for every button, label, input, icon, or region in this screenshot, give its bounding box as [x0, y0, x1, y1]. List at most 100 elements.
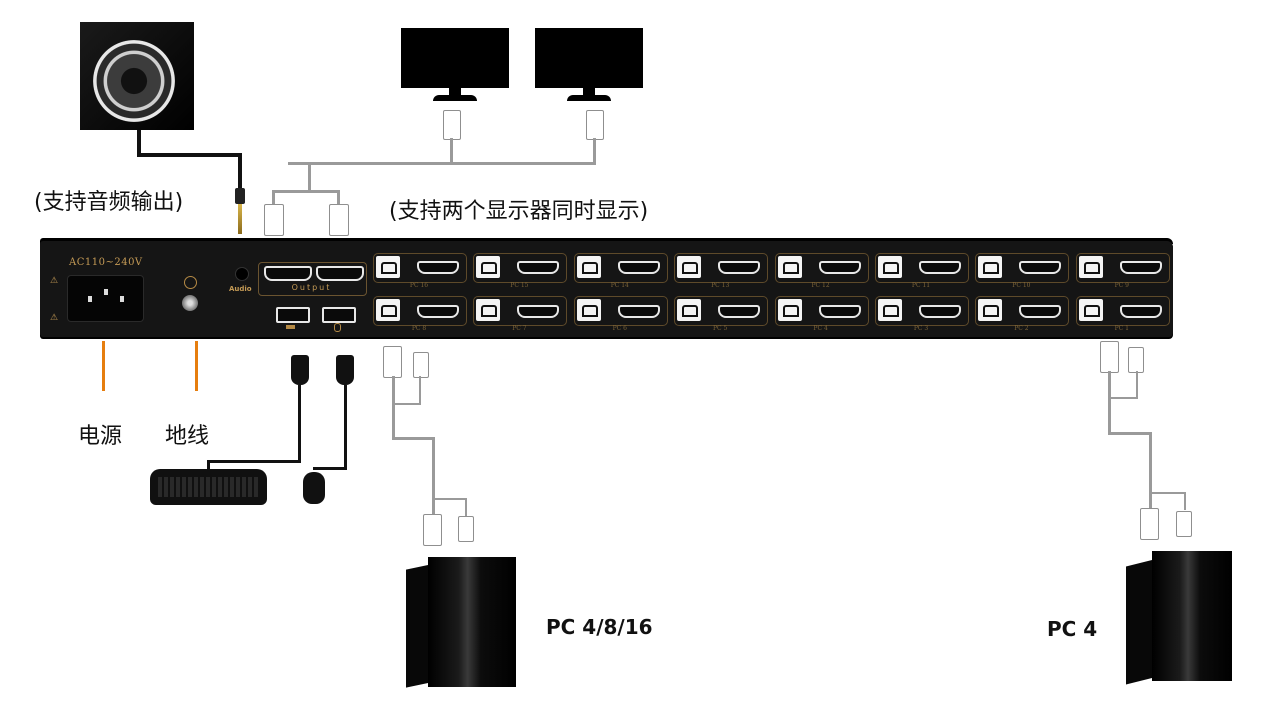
hdmi-plug-icon [383, 346, 402, 378]
hdmi-input-port[interactable] [818, 261, 861, 274]
usb-b-port[interactable] [777, 256, 802, 278]
audio-plug-icon [235, 188, 245, 204]
mouse-cable [313, 467, 347, 470]
pc-port-group [1075, 253, 1170, 283]
pc-cable [1108, 432, 1152, 435]
hdmi-input-port[interactable] [1019, 305, 1062, 318]
monitor-2-stand [583, 88, 595, 96]
speaker-cone-icon [93, 40, 175, 122]
pc-cable [392, 437, 435, 440]
power-leader-line [102, 341, 105, 391]
pc-port-group [674, 253, 769, 283]
hdmi-input-port[interactable] [818, 305, 861, 318]
pc-port-label: PC 3 [913, 325, 929, 332]
pc-port-label: PC 2 [1014, 325, 1029, 332]
usb-plug-icon [1128, 347, 1144, 373]
hdmi-input-port[interactable] [617, 261, 660, 274]
pc-port-label: PC 13 [711, 282, 730, 289]
usb-b-port[interactable] [978, 299, 1003, 321]
keyboard-cable [207, 460, 301, 463]
usb-plug-icon [458, 516, 474, 542]
pc-port-group [674, 296, 769, 326]
pc-port-label: PC 4 [813, 325, 828, 332]
hdmi-input-port[interactable] [417, 261, 459, 274]
pc-cable [1108, 397, 1138, 399]
usb-b-port[interactable] [476, 256, 501, 278]
power-rating-label: AC110~240V [69, 257, 143, 268]
keyboard-usb-port[interactable] [276, 307, 310, 323]
usb-b-port[interactable] [376, 256, 400, 278]
pc-port-label: PC 5 [713, 325, 728, 332]
hdmi-plug-icon [443, 110, 461, 140]
pc-port-group [473, 253, 568, 283]
hdmi-input-port[interactable] [617, 305, 660, 318]
monitor-2-base [567, 95, 611, 101]
pc-single-label: PC 4 [1047, 617, 1098, 641]
hdmi-input-port[interactable] [1119, 261, 1162, 274]
usb-b-port[interactable] [777, 299, 802, 321]
hdmi-input-port[interactable] [1019, 261, 1062, 274]
keyboard [150, 469, 267, 505]
keyboard-usb-plug-icon [291, 355, 309, 385]
warning-icon: ⚠ [50, 313, 59, 323]
ground-screw[interactable] [182, 295, 198, 311]
output-hdmi-port-2[interactable] [316, 266, 364, 281]
power-inlet[interactable] [67, 275, 144, 322]
usb-b-port[interactable] [878, 299, 902, 321]
pc-cable [432, 437, 435, 514]
usb-b-port[interactable] [576, 299, 601, 321]
usb-b-port[interactable] [1078, 299, 1103, 321]
pc-port-label: PC 8 [411, 325, 427, 332]
usb-b-port[interactable] [677, 299, 702, 321]
hdmi-input-port[interactable] [919, 261, 961, 274]
hdmi-input-port[interactable] [718, 261, 761, 274]
usb-b-port[interactable] [576, 256, 601, 278]
hdmi-input-port[interactable] [718, 305, 761, 318]
pc-port-label: PC 14 [610, 282, 629, 289]
hdmi-cable [272, 190, 340, 193]
pc-port-group [774, 253, 869, 283]
hdmi-input-port[interactable] [517, 305, 560, 318]
pc-port-group [573, 296, 668, 326]
pc-cable [1149, 432, 1152, 509]
usb-b-port[interactable] [1078, 256, 1103, 278]
usb-b-port[interactable] [376, 299, 400, 321]
pc-port-label: PC 1 [1114, 325, 1129, 332]
output-label: Output [291, 283, 332, 292]
pc-port-group [573, 253, 668, 283]
pc-port-label: PC 9 [1114, 282, 1129, 289]
hdmi-input-port[interactable] [1119, 305, 1162, 318]
pc-port-group [1075, 296, 1170, 326]
pc-cable [392, 403, 421, 405]
mouse-usb-port[interactable] [322, 307, 356, 323]
mouse-cable [344, 385, 347, 469]
usb-b-port[interactable] [878, 256, 902, 278]
usb-b-port[interactable] [476, 299, 501, 321]
pc-port-group [875, 296, 969, 326]
hdmi-input-port[interactable] [919, 305, 961, 318]
hdmi-plug-icon [264, 204, 284, 236]
hdmi-plug-icon [423, 514, 442, 546]
speaker-cable [137, 130, 141, 156]
audio-jack[interactable] [235, 267, 249, 281]
pc-group-label: PC 4/8/16 [546, 615, 653, 639]
hdmi-input-port[interactable] [517, 261, 560, 274]
pc-cable [465, 498, 467, 516]
power-pin [88, 296, 92, 302]
hdmi-cable [593, 138, 596, 164]
usb-plug-icon [413, 352, 429, 378]
monitor-1-base [433, 95, 477, 101]
output-hdmi-port-1[interactable] [264, 266, 312, 281]
warning-icon: ⚠ [50, 276, 59, 286]
keyboard-cable [298, 385, 301, 462]
pc-tower-2 [1152, 551, 1232, 681]
pc-port-label: PC 15 [510, 282, 529, 289]
keyboard-port-icon [286, 325, 295, 329]
hdmi-cable [337, 190, 340, 204]
hdmi-input-port[interactable] [417, 305, 459, 318]
pc-port-group [774, 296, 869, 326]
audio-support-label: (支持音频输出) [34, 190, 184, 215]
usb-b-port[interactable] [677, 256, 702, 278]
hdmi-plug-icon [329, 204, 349, 236]
usb-b-port[interactable] [978, 256, 1003, 278]
